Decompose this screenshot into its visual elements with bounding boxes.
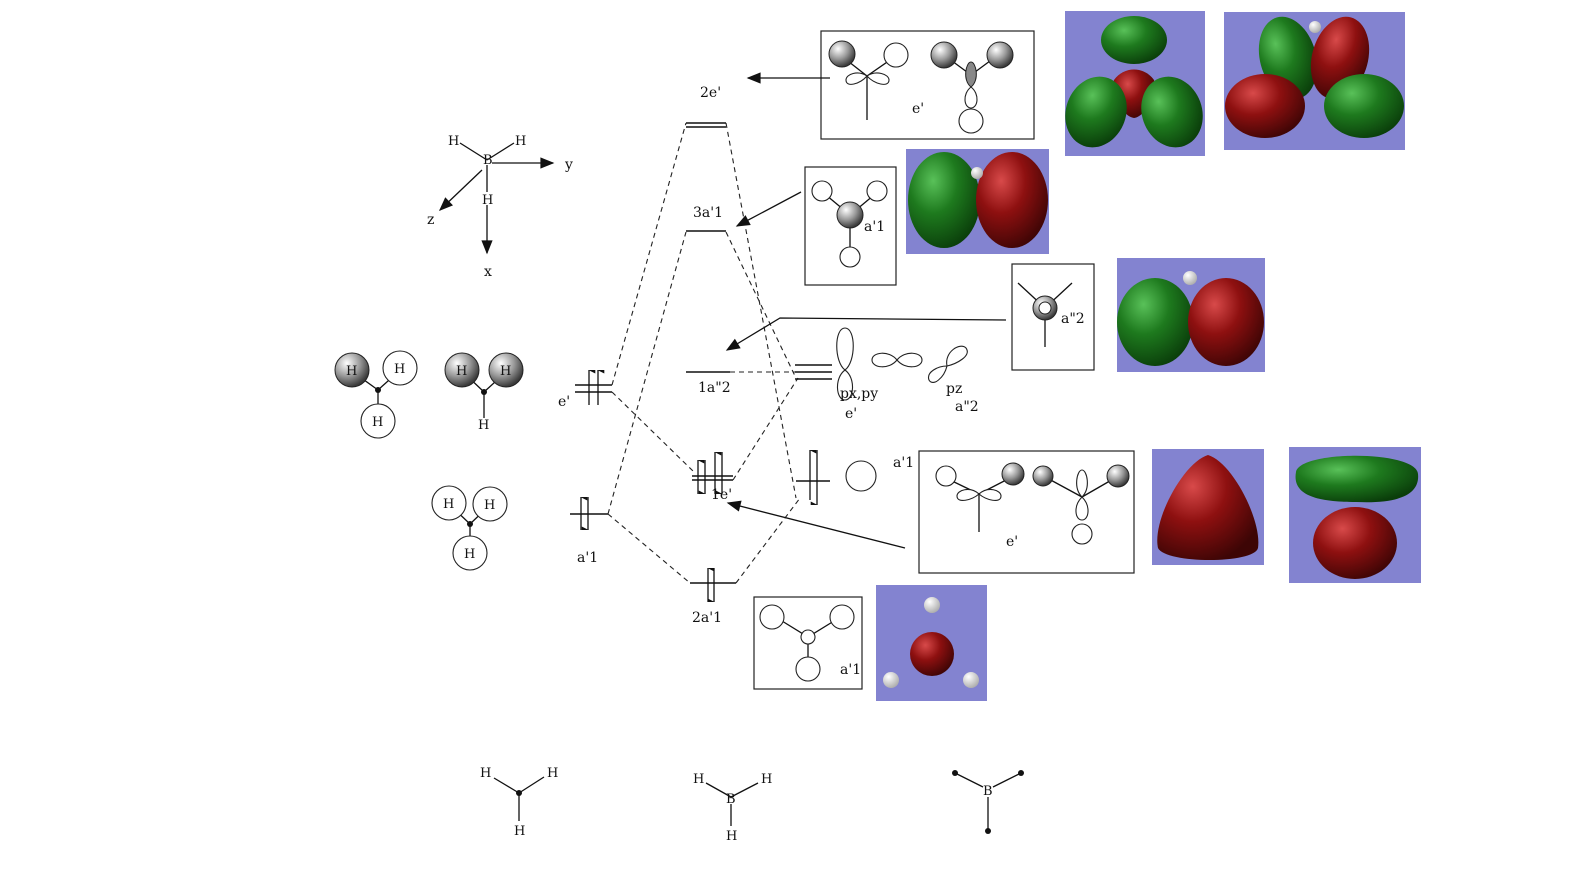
boron-a1-label: a'1 [893, 455, 914, 471]
arrow-box-to-3a1 [735, 191, 802, 227]
h3-e-orbital-2: H H H [444, 352, 524, 433]
structure-h3-h-b: H [547, 766, 558, 781]
mo-2a1-label: 2a'1 [692, 610, 722, 626]
box-e-top-label: e' [912, 101, 924, 117]
box-e-low: e' [918, 450, 1135, 574]
render-2e-a [1065, 11, 1205, 156]
h3-e-level: e' [558, 370, 612, 410]
h3-a1-h-a: H [443, 497, 454, 512]
h3-a1-label: a'1 [577, 550, 598, 566]
structure-bh3-b: B [726, 792, 736, 807]
h3-e2-h-b: H [500, 364, 511, 379]
boron-s-level: a'1 [796, 450, 914, 505]
structure-bh3: B H H H [693, 772, 772, 844]
boron-py-orbital [871, 352, 923, 368]
h3-a1-h-c: H [464, 547, 475, 562]
box-a2pp: a"2 [1011, 263, 1095, 371]
box-e-low-label: e' [1006, 534, 1018, 550]
boron-pz-orbital [927, 345, 968, 383]
boron-pz-label: pz [946, 381, 962, 397]
render-1a2 [1117, 258, 1265, 372]
h3-e2-h-a: H [456, 364, 467, 379]
boron-pxpy-label: px,py [840, 386, 878, 402]
h3-e2-h-c: H [478, 418, 489, 433]
mo-2e-label: 2e' [700, 85, 721, 101]
axes-h-atom-left: H [448, 134, 459, 149]
box-e-top: e' [820, 30, 1035, 140]
axes-h-atom-right: H [515, 134, 526, 149]
render-2a1 [876, 585, 987, 701]
render-2e-b [1224, 12, 1405, 150]
boron-p-levels [795, 364, 832, 380]
axes-h-atom-bottom: H [482, 193, 493, 208]
box-a1-bottom: a'1 [753, 596, 863, 690]
structure-h3: H H H [480, 766, 558, 839]
coordinate-axes: B H H H y z x [427, 134, 573, 280]
structure-h3-h-c: H [514, 824, 525, 839]
h3-e1-h-b: H [394, 362, 405, 377]
axis-x-label: x [484, 264, 492, 280]
h3-e1-h-c: H [372, 415, 383, 430]
h3-a1-h-b: H [484, 498, 495, 513]
axes-b-atom: B [483, 153, 493, 168]
mo-level-1a2: 1a"2 [686, 371, 731, 396]
h3-a1-level: a'1 [570, 497, 608, 566]
structure-h3-h-a: H [480, 766, 491, 781]
render-1e-a [1152, 449, 1264, 565]
mo-level-1e: 1e' [692, 452, 733, 503]
h3-e-label: e' [558, 394, 570, 410]
axis-z-label: z [427, 212, 434, 228]
structure-b-atom: B [983, 784, 993, 799]
boron-a2-label: a"2 [955, 399, 979, 415]
render-3a1 [906, 149, 1049, 254]
boron-px-orbital [836, 327, 854, 401]
render-1e-b [1289, 447, 1421, 583]
h3-e-orbital-1: H H H [334, 350, 418, 439]
mo-1e-label: 1e' [711, 487, 732, 503]
h3-e1-h-a: H [346, 364, 357, 379]
box-a2pp-label: a"2 [1061, 311, 1085, 327]
mo-level-3a1: 3a'1 [686, 205, 726, 232]
structure-bh3-h-a: H [693, 772, 704, 787]
arrow-box-to-1a2 [725, 317, 1007, 351]
box-a1-bottom-label: a'1 [840, 662, 861, 678]
box-a1-mid-label: a'1 [864, 219, 885, 235]
mo-3a1-label: 3a'1 [693, 205, 723, 221]
axis-y-label: y [564, 157, 573, 173]
box-a1-mid: a'1 [804, 166, 897, 286]
structure-b: B [952, 770, 1024, 834]
arrow-box-to-1e [726, 500, 906, 549]
boron-s-orbital [845, 460, 877, 492]
structure-bh3-h-b: H [761, 772, 772, 787]
h3-a1-orbital: H H H [431, 485, 508, 571]
mo-level-2a1: 2a'1 [690, 568, 736, 626]
correlation-lines [607, 122, 801, 584]
mo-level-2e: 2e' [686, 85, 726, 128]
boron-e-label: e' [845, 406, 857, 422]
structure-bh3-h-c: H [726, 829, 737, 844]
mo-1a2-label: 1a"2 [698, 380, 731, 396]
